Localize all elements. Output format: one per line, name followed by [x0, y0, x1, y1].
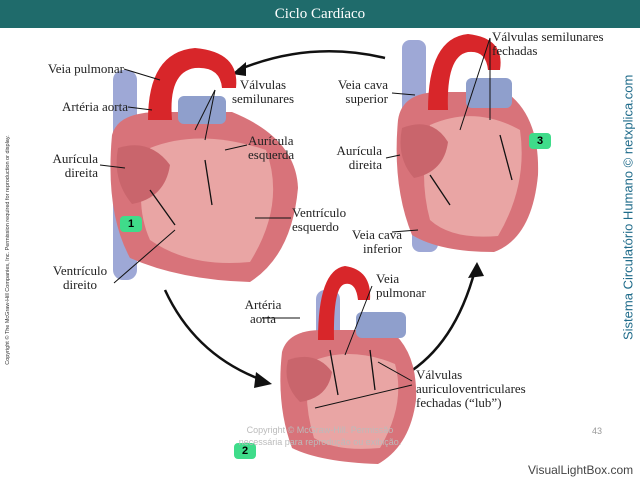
label-veia-pulmonar-1: Veia pulmonar: [47, 61, 124, 76]
atrium-right-2: [286, 356, 332, 402]
slide-title: Ciclo Cardíaco: [0, 0, 640, 28]
cycle-arrow-right: [404, 269, 477, 377]
pulmonary-vein-2: [356, 312, 406, 338]
label-auricula-esquerda-1-a: Aurícula: [248, 133, 294, 148]
step-badge-3: 3: [529, 133, 551, 149]
heart-1-inner: [141, 138, 274, 264]
label-arteria-aorta-1: Artéria aorta: [61, 99, 128, 114]
heart-2: [280, 266, 417, 464]
side-copyright-left: Copyright © The McGraw-Hill Companies, I…: [5, 135, 11, 365]
side-credit-right: Sistema Circulatório Humano © netxplica.…: [620, 74, 636, 340]
label-valvulas-av-a: Válvulas: [416, 367, 463, 382]
label-valvulas-semilunares-1-a: Válvulas: [239, 77, 287, 92]
label-ventriculo-esquerdo-1-b: esquerdo: [292, 219, 339, 234]
label-veia-cava-superior-a: Veia cava: [337, 77, 388, 92]
aorta-3: [428, 34, 501, 110]
label-veia-pulmonar-2-a: Veia: [376, 271, 400, 286]
label-valvulas-fechadas-3-a: Válvulas semilunares: [492, 29, 604, 44]
cycle-arrow-left: [163, 289, 263, 382]
atrium-right-1: [116, 145, 170, 204]
label-ventriculo-esquerdo-1-a: Ventrículo: [292, 205, 347, 220]
watermark: VisualLightBox.com: [528, 463, 634, 477]
step-badge-2: 2: [234, 443, 256, 459]
label-arteria-aorta-2-b: aorta: [250, 311, 276, 326]
label-veia-pulmonar-2-b: pulmonar: [376, 285, 426, 300]
label-auricula-direita-3-b: direita: [348, 157, 382, 172]
pulmonary-vein-1: [178, 96, 226, 124]
label-ventriculo-direito-1-a: Ventrículo: [52, 263, 108, 278]
heart-3-inner: [424, 116, 522, 237]
page-number: 43: [592, 426, 603, 436]
atrium-right-3: [400, 124, 448, 178]
label-auricula-direita-1-b: direita: [64, 165, 98, 180]
cycle-arrow-right-head: [468, 262, 484, 278]
aorta-2: [318, 266, 371, 340]
step-badge-1: 1: [120, 216, 142, 232]
label-auricula-esquerda-1-b: esquerda: [248, 147, 295, 162]
label-auricula-direita-3-a: Aurícula: [336, 143, 382, 158]
aorta-1: [148, 48, 237, 120]
footer-copyright-b: necessária para reprodução ou exibição.: [238, 437, 402, 447]
cycle-arrow-top-head: [232, 62, 246, 76]
label-veia-cava-inferior-a: Veia cava: [351, 227, 402, 242]
footer-copyright: Copyright © McGraw-Hill. Permissão necess…: [230, 424, 410, 448]
cycle-arrow-top: [237, 50, 386, 72]
label-valvulas-av-b: auriculoventriculares: [416, 381, 526, 396]
label-valvulas-av-c: fechadas (“lub”): [416, 395, 502, 410]
heart-3: [396, 34, 539, 252]
leader-lines: [99, 37, 491, 409]
pulmonary-trunk-3: [466, 78, 512, 108]
footer-copyright-a: Copyright © McGraw-Hill. Permissão: [246, 425, 394, 435]
label-veia-cava-superior-b: superior: [345, 91, 388, 106]
label-veia-cava-inferior-b: inferior: [363, 241, 402, 256]
label-valvulas-fechadas-3-b: fechadas: [492, 43, 538, 58]
label-ventriculo-direito-1-b: direito: [63, 277, 97, 292]
label-arteria-aorta-2-a: Artéria: [244, 297, 282, 312]
label-valvulas-semilunares-1-b: semilunares: [231, 91, 295, 106]
label-auricula-direita-1-a: Aurícula: [52, 151, 98, 166]
cycle-arrow-left-head: [254, 372, 272, 388]
